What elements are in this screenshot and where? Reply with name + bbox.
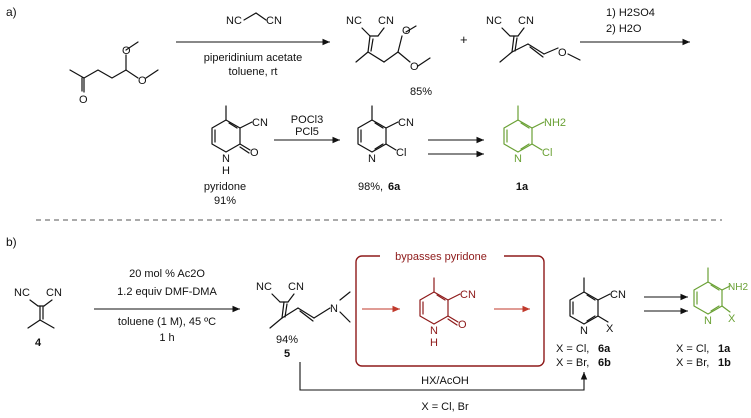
cn-label: CN: [518, 15, 534, 27]
cn-label: CN: [252, 117, 268, 129]
nc-label: NC: [226, 15, 242, 27]
bypassed-pyridone-structure: CN O N H: [419, 277, 476, 349]
atom-n: N: [330, 303, 338, 315]
bypass-label-bg: [380, 249, 504, 263]
atom-o: O: [558, 47, 567, 59]
halopyridine-6-structure: CN X N: [569, 277, 626, 337]
aminopyridine-1-structure: NH2 X N: [693, 267, 748, 327]
condition-text: toluene (1 M), 45 ºC: [118, 316, 216, 328]
condition-text: 20 mol % Ac2O: [129, 268, 205, 280]
compound-1a-label: 1a: [718, 343, 731, 355]
pyridone-label: pyridone: [204, 181, 246, 193]
nc-label: NC: [486, 15, 502, 27]
atom-o: O: [402, 25, 411, 37]
dinitrile-acetal-structure: NC CN O O: [346, 15, 431, 73]
aminopyridine-1a-structure: NH2 Cl N: [503, 105, 566, 165]
atom-n: N: [514, 153, 522, 165]
atom-h: H: [430, 337, 438, 349]
atom-nh2: NH2: [728, 282, 748, 293]
cn-label: CN: [460, 289, 476, 301]
yield-text: 94%: [276, 334, 298, 346]
atom-x: X: [728, 313, 736, 325]
compound-4-label: 4: [35, 337, 42, 349]
cn-label: CN: [288, 281, 304, 293]
panel-a-label: a): [6, 5, 17, 19]
substituent-label: X = Cl,: [676, 343, 709, 355]
substituent-label: X = Br,: [556, 357, 589, 369]
atom-cl: Cl: [542, 147, 552, 159]
atom-n: N: [222, 153, 230, 165]
nc-label: NC: [14, 287, 30, 299]
atom-o: O: [250, 147, 259, 159]
condition-text: 2) H2O: [606, 23, 642, 35]
condition-text: 1) H2SO4: [606, 7, 655, 19]
condition-text: 1.2 equiv DMF-DMA: [117, 286, 217, 298]
yield-text: 85%: [410, 86, 432, 98]
enol-ether-dinitrile-structure: NC CN O: [486, 15, 581, 63]
compound-5-label: 5: [284, 348, 290, 360]
condition-text: toluene, rt: [229, 66, 278, 78]
compound-4-structure: NC CN: [14, 287, 62, 329]
atom-o: O: [138, 75, 147, 87]
atom-o: O: [410, 61, 419, 73]
atom-n: N: [580, 325, 588, 337]
cn-label: CN: [610, 289, 626, 301]
compound-6a-label: 6a: [388, 181, 401, 193]
compound-5-structure: NC CN N: [256, 281, 351, 329]
condition-text: HX/AcOH: [421, 375, 469, 387]
bypass-label: bypasses pyridone: [395, 251, 487, 263]
condition-text: 1 h: [159, 332, 174, 344]
malononitrile-reagent: NC CN: [226, 12, 282, 27]
ketone-acetal-structure: O O O: [69, 41, 159, 106]
atom-n: N: [368, 153, 376, 165]
cn-label: CN: [266, 15, 282, 27]
cn-label: CN: [46, 287, 62, 299]
compound-6b-label: 6b: [598, 357, 611, 369]
atom-o: O: [122, 45, 131, 57]
panel-b-label: b): [6, 235, 17, 249]
condition-text: PCl5: [295, 126, 319, 138]
yield-text: 91%: [214, 195, 236, 207]
atom-n: N: [430, 325, 438, 337]
condition-text: piperidinium acetate: [204, 52, 302, 64]
atom-cl: Cl: [396, 147, 406, 159]
chloropyridine-6a-structure: CN Cl N: [357, 105, 414, 165]
compound-1b-label: 1b: [718, 357, 731, 369]
pyridone-structure: CN O N H: [211, 105, 268, 177]
atom-x: X: [606, 323, 614, 335]
atom-nh2: NH2: [544, 117, 566, 129]
substituent-label: X = Cl,: [556, 343, 589, 355]
yield-text: 98%,: [358, 181, 383, 193]
cn-label: CN: [378, 15, 394, 27]
cn-label: CN: [398, 117, 414, 129]
atom-n: N: [704, 315, 712, 327]
bypass-box: [355, 255, 545, 367]
nc-label: NC: [346, 15, 362, 27]
atom-o: O: [79, 94, 88, 106]
condition-text: POCl3: [291, 114, 323, 126]
atom-o: O: [458, 319, 467, 331]
condition-text: X = Cl, Br: [421, 401, 469, 413]
compound-6a-label: 6a: [598, 343, 611, 355]
nc-label: NC: [256, 281, 272, 293]
plus-sign: +: [460, 32, 468, 47]
atom-h: H: [222, 165, 230, 177]
direct-route-arrow: [299, 362, 588, 391]
compound-1a-label: 1a: [516, 181, 529, 193]
substituent-label: X = Br,: [676, 357, 709, 369]
